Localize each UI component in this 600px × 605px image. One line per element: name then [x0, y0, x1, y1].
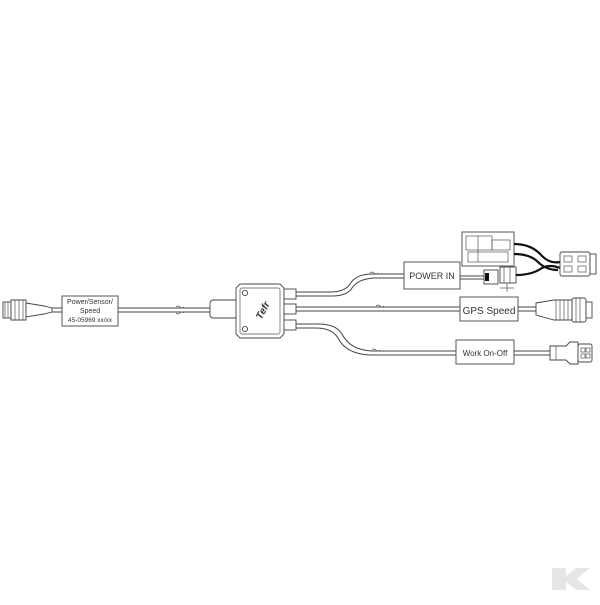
power-connector-block — [461, 231, 515, 267]
power-plug — [559, 251, 597, 277]
gps-speed-label: GPS Speed — [463, 306, 516, 317]
main-tag-line-3: 45-05969 xx/xx — [68, 317, 113, 324]
main-tag-line-2: Speed — [80, 308, 100, 315]
work-branch: Work On-Off — [296, 323, 593, 365]
hub-screw-bottom — [241, 325, 249, 333]
central-hub: Tefr — [235, 283, 297, 339]
work-onoff-label: Work On-Off — [463, 349, 508, 358]
main-tag-line-1: Power/Sensor/ — [67, 299, 113, 306]
hub-screw-top — [241, 289, 249, 297]
work-onoff-tag — [455, 339, 515, 365]
brand-watermark — [548, 566, 592, 592]
gps-connector — [535, 297, 593, 323]
work-connector — [549, 341, 593, 365]
power-branch: POWER IN — [296, 231, 597, 297]
main-label-tag: Power/Sensor/ Speed 45-05969 xx/xx — [61, 295, 119, 327]
left-connector — [2, 299, 53, 321]
power-small-plug — [499, 266, 517, 284]
gps-speed-tag — [459, 296, 519, 322]
gps-branch: GPS Speed — [296, 296, 593, 323]
power-in-label: POWER IN — [409, 271, 455, 281]
